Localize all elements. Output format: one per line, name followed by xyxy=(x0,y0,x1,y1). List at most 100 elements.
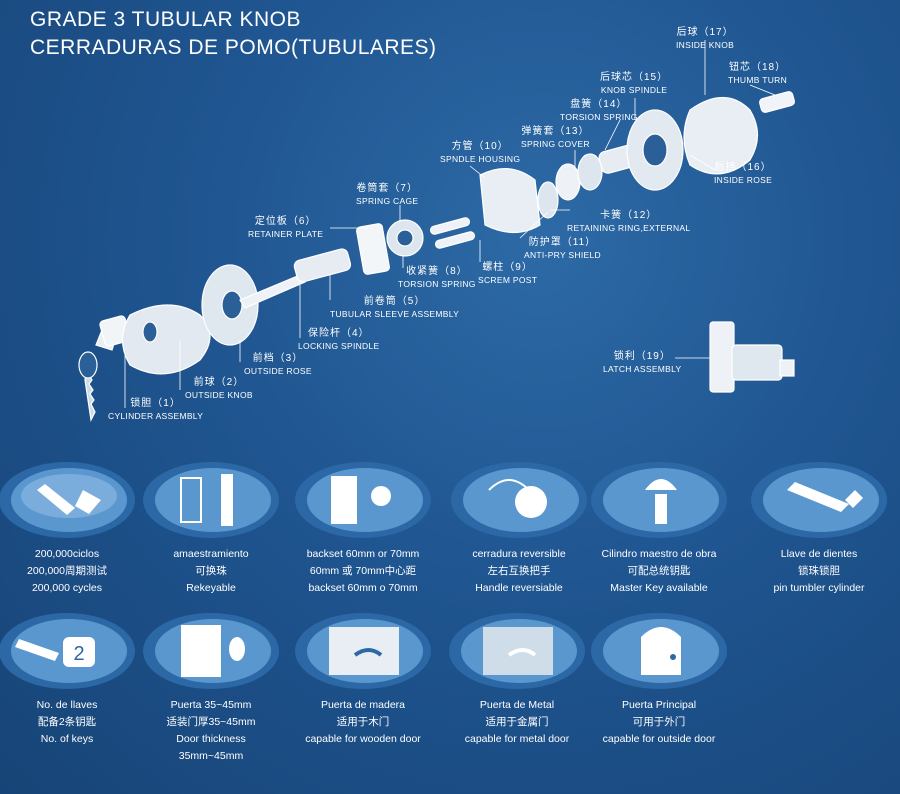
part-label-4: 保险杆（4） LOCKING SPINDLE xyxy=(298,328,380,352)
caption-line: 可用于外门 xyxy=(632,716,686,728)
feature-caption: No. de llaves 配备2条钥匙 No. of keys xyxy=(0,697,142,748)
part-cn: 防护罩（11） xyxy=(528,237,597,248)
pin-tumbler-key-icon xyxy=(751,462,887,538)
page-title: GRADE 3 TUBULAR KNOB CERRADURAS DE POMO(… xyxy=(30,6,437,62)
feature-backset: backset 60mm or 70mm 60mm 或 70mm中心距 back… xyxy=(288,460,438,597)
part-cn: 后球芯（15） xyxy=(600,72,669,83)
feature-no-of-keys: 2 No. de llaves 配备2条钥匙 No. of keys xyxy=(0,611,142,748)
latch-assembly-drawing xyxy=(709,321,795,393)
caption-line: 200,000 cycles xyxy=(31,582,103,594)
part-cn: 方管（10） xyxy=(451,141,509,152)
caption-line: Puerta de madera xyxy=(320,699,406,711)
caption-line: capable for metal door xyxy=(464,733,570,745)
caption-line: capable for outside door xyxy=(602,733,716,745)
part-en: INSIDE ROSE xyxy=(714,175,773,185)
caption-line: Handle reversiable xyxy=(475,582,563,594)
feature-wooden-door: Puerta de madera 适用于木门 capable for woode… xyxy=(288,611,438,748)
part-en: RETAINING RING,EXTERNAL xyxy=(567,223,691,233)
part-label-1: 锁胆（1） CYLINDER ASSEMBLY xyxy=(108,398,203,422)
part-cn: 前档（3） xyxy=(252,353,304,364)
part-label-12: 卡簧（12）RETAINING RING,EXTERNAL xyxy=(567,210,690,234)
part-label-10: 方管（10） SPNDLE HOUSING xyxy=(440,141,520,165)
caption-line: Master Key available xyxy=(610,582,708,594)
part-label-19: 锁利（19） LATCH ASSEMBLY xyxy=(603,351,682,375)
inside-knob-drawing xyxy=(683,97,759,175)
feature-metal-door: Puerta de Metal 适用于金属门 capable for metal… xyxy=(442,611,592,748)
part-cn: 前卷筒（5） xyxy=(363,296,426,307)
caption-line: Cilindro maestro de obra xyxy=(601,548,717,560)
caption-line: 适装门厚35~45mm xyxy=(166,716,256,728)
caption-line: 200,000周期测试 xyxy=(27,565,107,577)
part-cn: 锁利（19） xyxy=(613,351,671,362)
two-keys-icon: 2 xyxy=(0,613,135,689)
part-cn: 盘簧（14） xyxy=(570,99,628,110)
caption-line: 200,000ciclos xyxy=(34,548,100,560)
feature-caption: Puerta de Metal 适用于金属门 capable for metal… xyxy=(442,697,592,748)
feature-pin-tumbler: Llave de dientes 锁珠锁胆 pin tumbler cylind… xyxy=(744,460,894,597)
part-cn: 弹簧套（13） xyxy=(521,126,590,137)
part-label-8: 收紧簧（8） TORSION SPRING xyxy=(398,266,476,290)
part-en: SPRING COVER xyxy=(521,139,590,149)
part-en: SPNDLE HOUSING xyxy=(440,154,521,164)
part-en: LOCKING SPINDLE xyxy=(298,341,380,351)
feature-caption: Cilindro maestro de obra 可配总统钥匙 Master K… xyxy=(584,546,734,597)
part-en: ANTI-PRY SHIELD xyxy=(524,250,601,260)
part-cn: 后球（17） xyxy=(676,27,734,38)
part-label-14: 盘簧（14） TORSION SPRING xyxy=(560,99,638,123)
caption-line: Llave de dientes xyxy=(780,548,858,560)
caption-line: 配备2条钥匙 xyxy=(37,716,97,728)
feature-caption: Llave de dientes 锁珠锁胆 pin tumbler cylind… xyxy=(744,546,894,597)
part-en: SPRING CAGE xyxy=(356,196,419,206)
part-label-18: 钮芯（18） THUMB TURN xyxy=(728,62,787,86)
part-cn: 锁胆（1） xyxy=(130,398,181,409)
part-en: TORSION SPRING xyxy=(560,112,638,122)
part-cn: 收紧簧（8） xyxy=(406,266,468,277)
part-label-9: 螺柱（9）SCREM POST xyxy=(478,262,537,286)
master-key-icon xyxy=(591,462,727,538)
part-cn: 螺柱（9） xyxy=(482,262,533,273)
caption-line: Puerta 35~45mm xyxy=(170,699,252,711)
part-en: INSIDE KNOB xyxy=(676,40,735,50)
part-cn: 保险杆（4） xyxy=(307,328,370,339)
feature-outside-door: Puerta Principal 可用于外门 capable for outsi… xyxy=(584,611,734,748)
caption-line: 适用于木门 xyxy=(336,716,390,728)
exploded-lock-diagram xyxy=(78,91,795,422)
caption-line: cerradura reversible xyxy=(472,548,566,560)
part-en: TORSION SPRING xyxy=(398,279,476,289)
outside-knob-drawing xyxy=(121,304,211,375)
title-line-2: CERRADURAS DE POMO(TUBULARES) xyxy=(30,36,437,59)
feature-caption: 200,000ciclos 200,000周期测试 200,000 cycles xyxy=(0,546,142,597)
title-line-1: GRADE 3 TUBULAR KNOB xyxy=(30,8,302,31)
caption-line: Puerta Principal xyxy=(621,699,697,711)
caption-line: Puerta de Metal xyxy=(479,699,555,711)
wooden-door-icon xyxy=(295,613,431,689)
caption-line: backset 60mm or 70mm xyxy=(306,548,420,560)
caption-line: 适用于金属门 xyxy=(485,716,549,728)
part-cn: 钮芯（18） xyxy=(728,62,787,73)
part-en: LATCH ASSEMBLY xyxy=(603,364,682,374)
feature-reversible: cerradura reversible 左右互换把手 Handle rever… xyxy=(444,460,594,597)
part-cn: 卷筒套（7） xyxy=(356,183,418,194)
caption-line: capable for wooden door xyxy=(305,733,421,745)
retainer-plate-drawing xyxy=(356,223,390,275)
part-cn: 前球（2） xyxy=(193,377,245,388)
caption-line: backset 60mm o 70mm xyxy=(308,582,418,594)
feature-caption: Puerta Principal 可用于外门 capable for outsi… xyxy=(584,697,734,748)
feature-caption: backset 60mm or 70mm 60mm 或 70mm中心距 back… xyxy=(288,546,438,597)
feature-caption: Puerta 35~45mm 适装门厚35~45mm Door thicknes… xyxy=(136,697,286,765)
caption-line: 左右互换把手 xyxy=(487,565,551,577)
caption-line: Rekeyable xyxy=(186,582,236,594)
part-label-17: 后球（17） INSIDE KNOB xyxy=(676,27,734,51)
feature-cycles: 200,000ciclos 200,000周期测试 200,000 cycles xyxy=(0,460,142,597)
caption-line: amaestramiento xyxy=(173,548,249,560)
feature-caption: Puerta de madera 适用于木门 capable for woode… xyxy=(288,697,438,748)
part-en: THUMB TURN xyxy=(728,75,788,85)
caption-line: 可换珠 xyxy=(195,565,227,577)
caption-line: pin tumbler cylinder xyxy=(773,582,865,594)
part-en: RETAINER PLATE xyxy=(248,229,324,239)
part-label-7: 卷筒套（7） SPRING CAGE xyxy=(356,183,418,207)
part-en: CYLINDER ASSEMBLY xyxy=(108,411,204,421)
cylinder-key-drawing xyxy=(78,315,131,422)
part-en: OUTSIDE ROSE xyxy=(244,366,312,376)
part-label-2: 前球（2）OUTSIDE KNOB xyxy=(185,377,253,401)
